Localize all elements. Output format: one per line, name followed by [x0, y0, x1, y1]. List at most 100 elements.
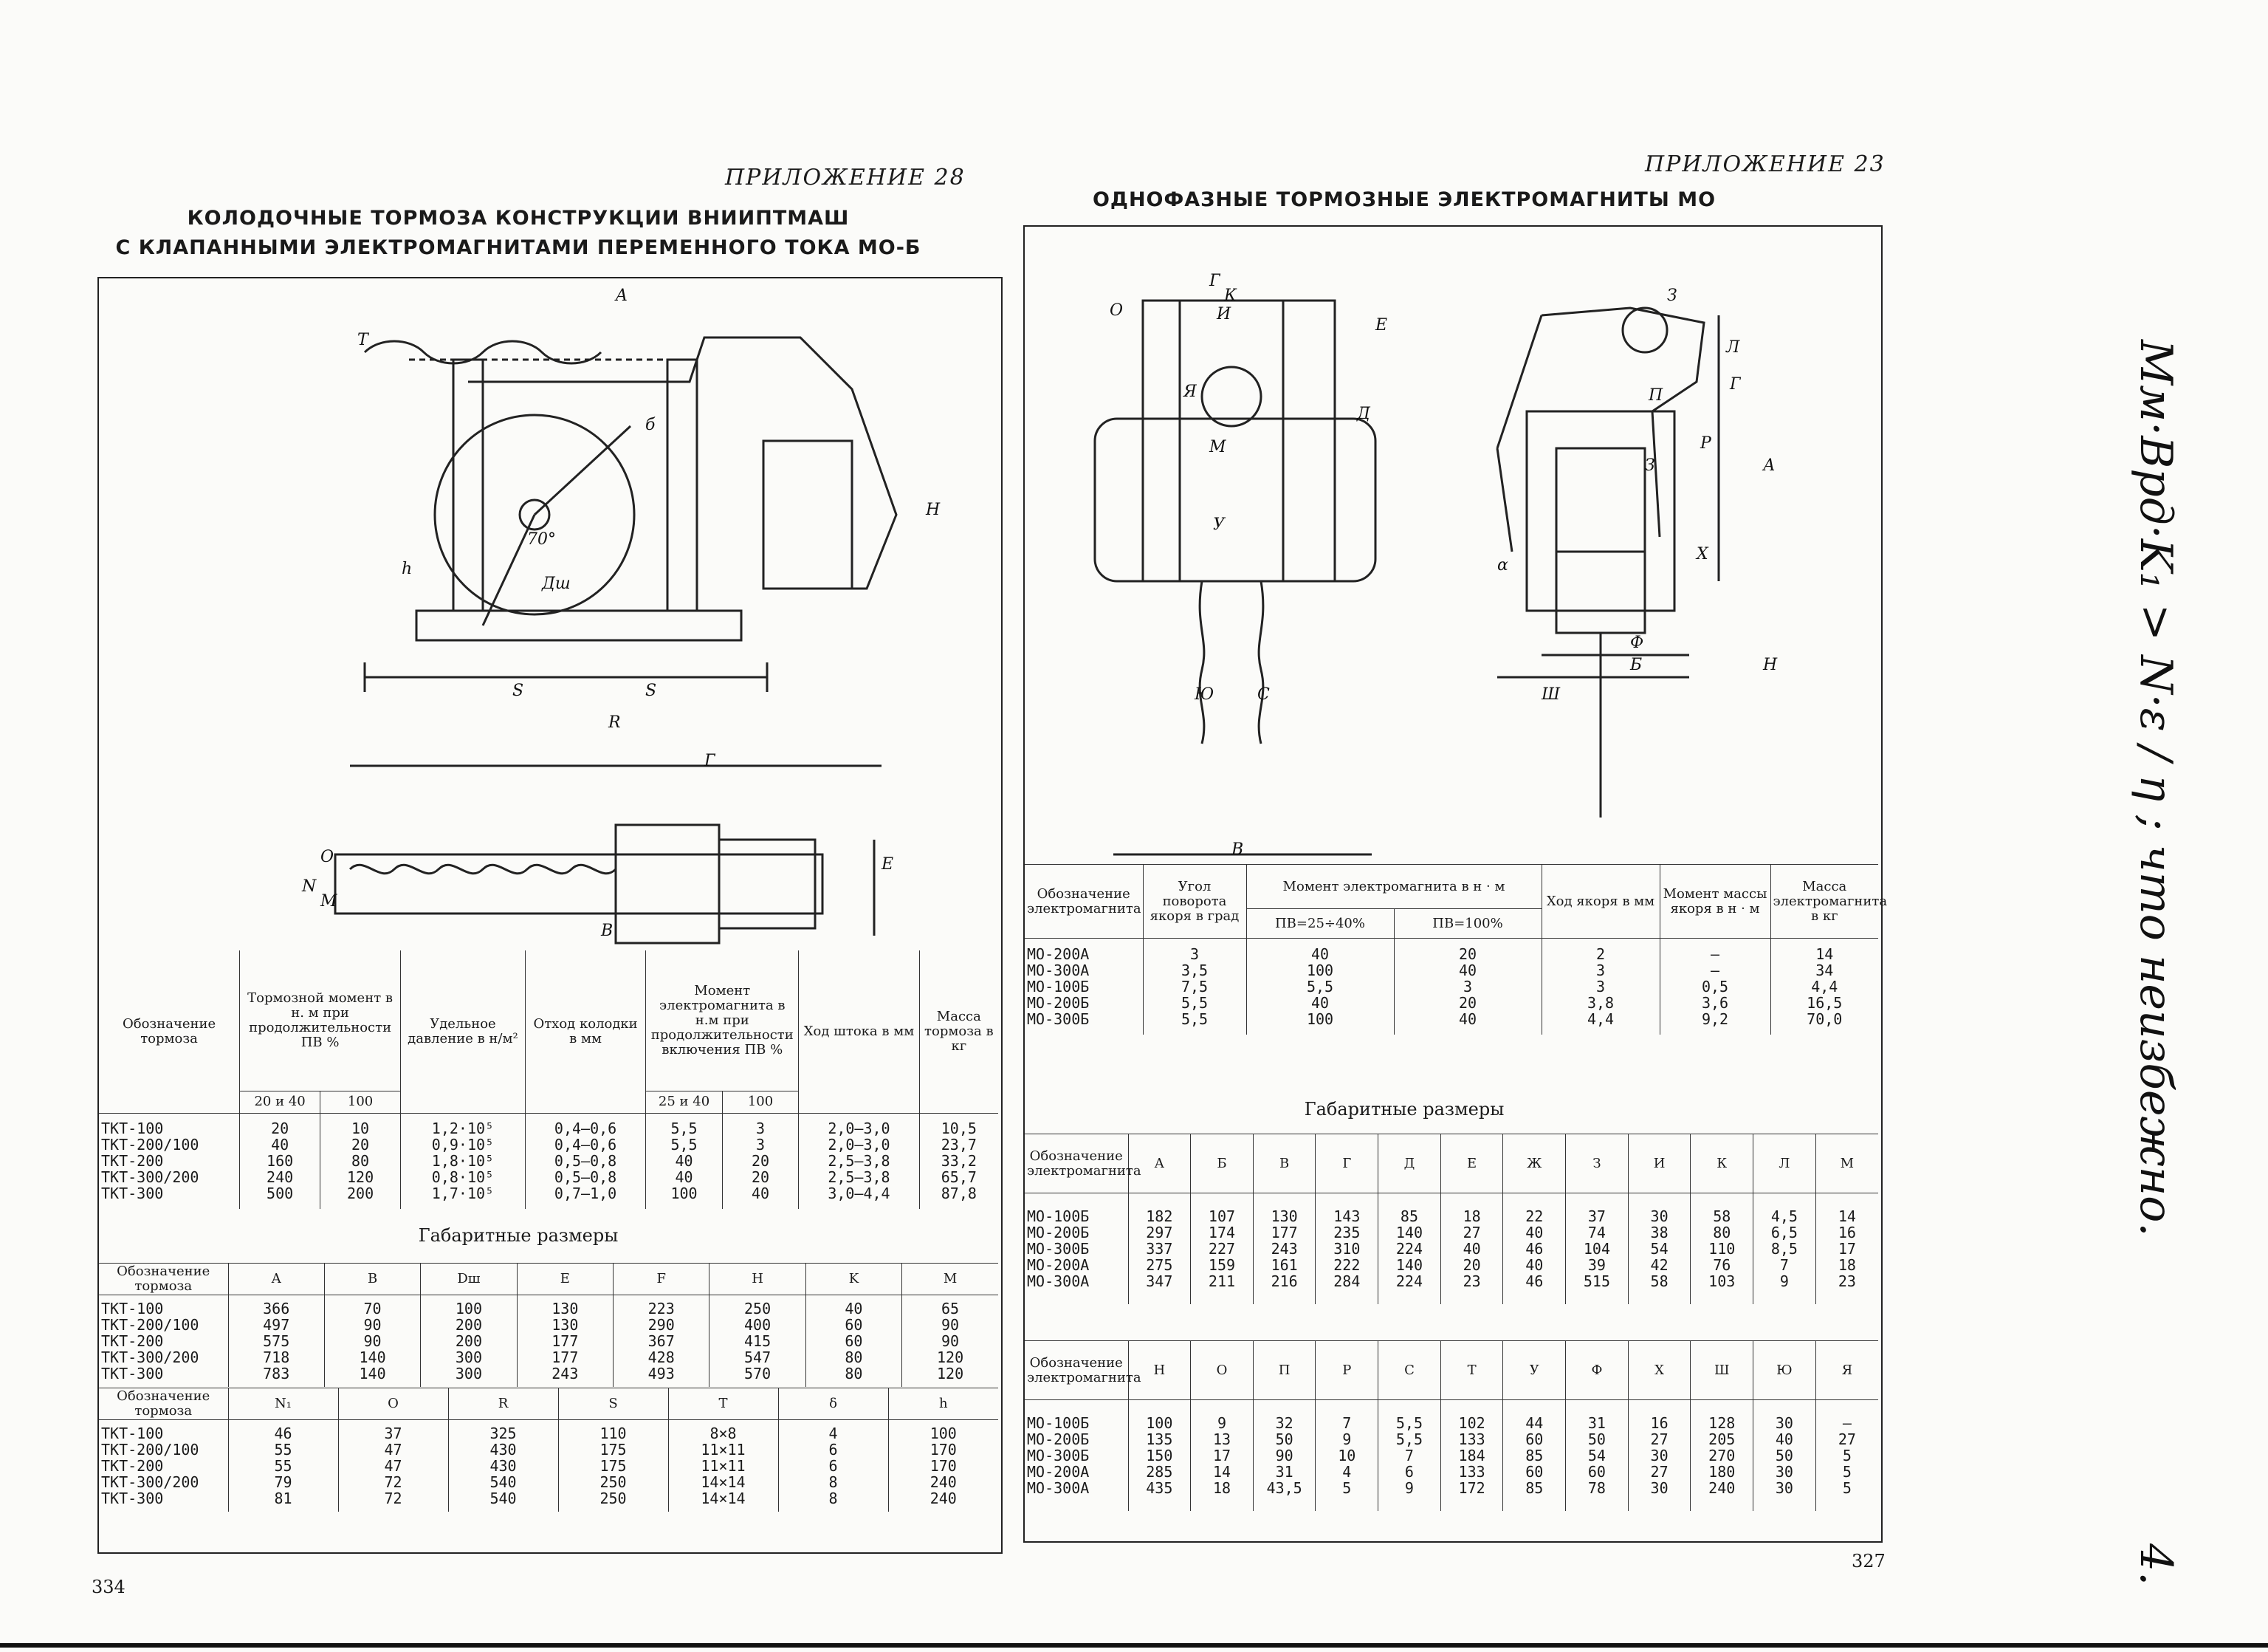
- col-header-mass: Масса электромагнита в кг: [1770, 864, 1887, 939]
- col-header-name: Обозначение тормоза: [99, 950, 240, 1114]
- dim2-header-t: T: [667, 1388, 778, 1420]
- dim-label-f: Ф: [1630, 634, 1643, 652]
- mass-values: 10,5 23,7 33,2 65,7 87,8: [918, 1113, 998, 1209]
- dim-values-h: 250 400 415 547 570: [709, 1295, 806, 1387]
- dim2-header-n1: N₁: [227, 1388, 338, 1420]
- dim2-header-t: Т: [1440, 1340, 1503, 1400]
- dim-label-n: N: [301, 877, 317, 896]
- page-title: ОДНОФАЗНЫЕ ТОРМОЗНЫЕ ЭЛЕКТРОМАГНИТЫ МО: [1092, 188, 1717, 211]
- dim2-values-kh: 16 27 30 27 30: [1627, 1399, 1691, 1511]
- dim-label-n: Н: [1762, 656, 1778, 674]
- inertia-values: — — 0,5 3,6 9,2: [1659, 938, 1771, 1035]
- dim-header-b: B: [323, 1263, 421, 1295]
- dim-header-name: Обозначение тормоза: [99, 1263, 228, 1295]
- dim-values-g: 143 235 310 222 284: [1315, 1193, 1378, 1304]
- dim-values-m: 14 16 17 18 23: [1815, 1193, 1878, 1304]
- dim2-values-r: 7 9 10 4 5: [1315, 1399, 1378, 1511]
- dim-header-a: А: [1127, 1134, 1191, 1193]
- col-header-mass: Масса тормоза в кг: [918, 950, 998, 1114]
- col-header-angle: Угол поворота якоря в град: [1142, 864, 1246, 939]
- dim-header-name: Обозначение электромагнита: [1025, 1134, 1141, 1193]
- dim-header-a: A: [227, 1263, 325, 1295]
- dim-header-b: Б: [1190, 1134, 1254, 1193]
- dim-label-s: С: [1257, 685, 1270, 704]
- dim2-header-o: О: [1190, 1340, 1254, 1400]
- dim-values-dsh: 100 200 200 300 300: [420, 1295, 518, 1387]
- col-header-gap: Отход колодки в мм: [524, 950, 646, 1114]
- dim-header-i: И: [1627, 1134, 1691, 1193]
- handwritten-formula: Mм·Врд·K₁ > N·ε / η ; что неизбежно.: [2130, 340, 2182, 1237]
- dim-label-delta: б: [645, 416, 656, 434]
- subheader-pv1: ПВ=25÷40%: [1245, 908, 1394, 939]
- dim2-header-n: Н: [1127, 1340, 1191, 1400]
- dim-values-e: 18 27 40 20 23: [1440, 1193, 1503, 1304]
- dim-values-b: 70 90 90 140 140: [323, 1295, 421, 1387]
- dim2-values-r: 325 430 430 540 540: [447, 1419, 558, 1512]
- col-header-pressure: Удельное давление в н/м²: [400, 950, 526, 1114]
- dim-values-v: 130 177 243 161 216: [1252, 1193, 1316, 1304]
- dim-label-dsh: Дш: [541, 575, 571, 593]
- electromagnet-dimensions-table-2: Обозначение электромагнита Н О П Р С Т У…: [1025, 1340, 1878, 1511]
- dim-values-b: 107 174 227 159 211: [1190, 1193, 1254, 1304]
- dim2-header-p: П: [1252, 1340, 1316, 1400]
- dim-label-h-upper: H: [925, 501, 941, 519]
- section-title: Габаритные размеры: [1304, 1099, 1505, 1120]
- dim2-values-ya: — 27 5 5 5: [1815, 1399, 1878, 1511]
- dim-values-f: 223 290 367 428 493: [612, 1295, 709, 1387]
- dim-header-g: Г: [1315, 1134, 1378, 1193]
- dim2-values-s: 110 175 175 250 250: [557, 1419, 668, 1512]
- subheader-20-40: 20 и 40: [239, 1091, 320, 1114]
- subheader-100b: 100: [721, 1091, 799, 1114]
- dim2-header-f: Ф: [1565, 1340, 1629, 1400]
- content-frame: [97, 277, 1003, 1554]
- dim-label-r: Р: [1700, 434, 1712, 453]
- dim-header-e: E: [516, 1263, 614, 1295]
- dim-header-k: К: [1690, 1134, 1753, 1193]
- dim-label-m: М: [1209, 438, 1226, 456]
- dim-values-k: 40 60 60 80 80: [805, 1295, 902, 1387]
- dim-values-l: 4,5 6,5 8,5 7 9: [1753, 1193, 1816, 1304]
- dim2-header-s: S: [557, 1388, 668, 1420]
- dim-values-e: 130 130 177 177 243: [516, 1295, 614, 1387]
- dim2-header-sh: Ш: [1690, 1340, 1753, 1400]
- dim-label-p: П: [1648, 386, 1663, 405]
- dim2-header-h: h: [887, 1388, 998, 1420]
- pv2-values: 20 40 3 20 40: [1393, 938, 1542, 1035]
- col-header-stroke: Ход штока в мм: [798, 950, 920, 1114]
- dim-values-a: 182 297 337 275 347: [1127, 1193, 1191, 1304]
- dim-label-z: З: [1667, 287, 1677, 305]
- dim-label-b: Б: [1629, 656, 1642, 674]
- dim-header-e: Е: [1440, 1134, 1503, 1193]
- dim2-header-name: Обозначение электромагнита: [1025, 1340, 1141, 1400]
- dim-label-v: В: [1231, 840, 1243, 859]
- dim-names: МО-100Б МО-200Б МО-300Б МО-200А МО-300А: [1027, 1207, 1090, 1290]
- dim2-values-o: 9 13 17 14 18: [1190, 1399, 1254, 1511]
- dim-label-g: Г: [1209, 272, 1221, 290]
- content-frame: [1023, 225, 1883, 1543]
- appendix-label: ПРИЛОЖЕНИЕ 28: [725, 165, 966, 191]
- dim-label-alpha: α: [1497, 556, 1508, 575]
- col-header-name: Обозначение электромагнита: [1025, 864, 1143, 939]
- appendix-label: ПРИЛОЖЕНИЕ 23: [1645, 151, 1886, 177]
- dim-header-dsh: Dш: [420, 1263, 518, 1295]
- col-header-inertia: Момент массы якоря в н · м: [1659, 864, 1771, 939]
- bottom-edge: [0, 1643, 2268, 1648]
- dim2-header-r: Р: [1315, 1340, 1378, 1400]
- angle-values: 3 3,5 7,5 5,5 5,5: [1142, 938, 1246, 1035]
- dim-header-h: H: [709, 1263, 806, 1295]
- dim-label-o: О: [1110, 301, 1123, 320]
- dim-values-k: 58 80 110 76 103: [1690, 1193, 1753, 1304]
- subheader-pv2: ПВ=100%: [1393, 908, 1542, 939]
- dim2-header-delta: δ: [777, 1388, 888, 1420]
- page-number: 334: [92, 1577, 126, 1597]
- dim2-header-u: У: [1502, 1340, 1566, 1400]
- dim2-values-h: 100 170 170 240 240: [887, 1419, 998, 1512]
- moment-25-40-values: 5,5 5,5 40 40 100: [645, 1113, 723, 1209]
- dim2-header-ya: Я: [1815, 1340, 1878, 1400]
- magnet-names: МО-200А МО-300А МО-100Б МО-200Б МО-300Б: [1027, 945, 1090, 1028]
- dim-header-z: З: [1565, 1134, 1629, 1193]
- dim2-values-yu: 30 40 50 30 30: [1753, 1399, 1816, 1511]
- dim-label-g2: Г: [1729, 375, 1742, 394]
- electromagnet-drawing: Г К О И Е Д Я М У Ю С В З Л Г А П Р З Х …: [1093, 272, 1778, 859]
- moment-100-values: 3 3 20 20 40: [721, 1113, 799, 1209]
